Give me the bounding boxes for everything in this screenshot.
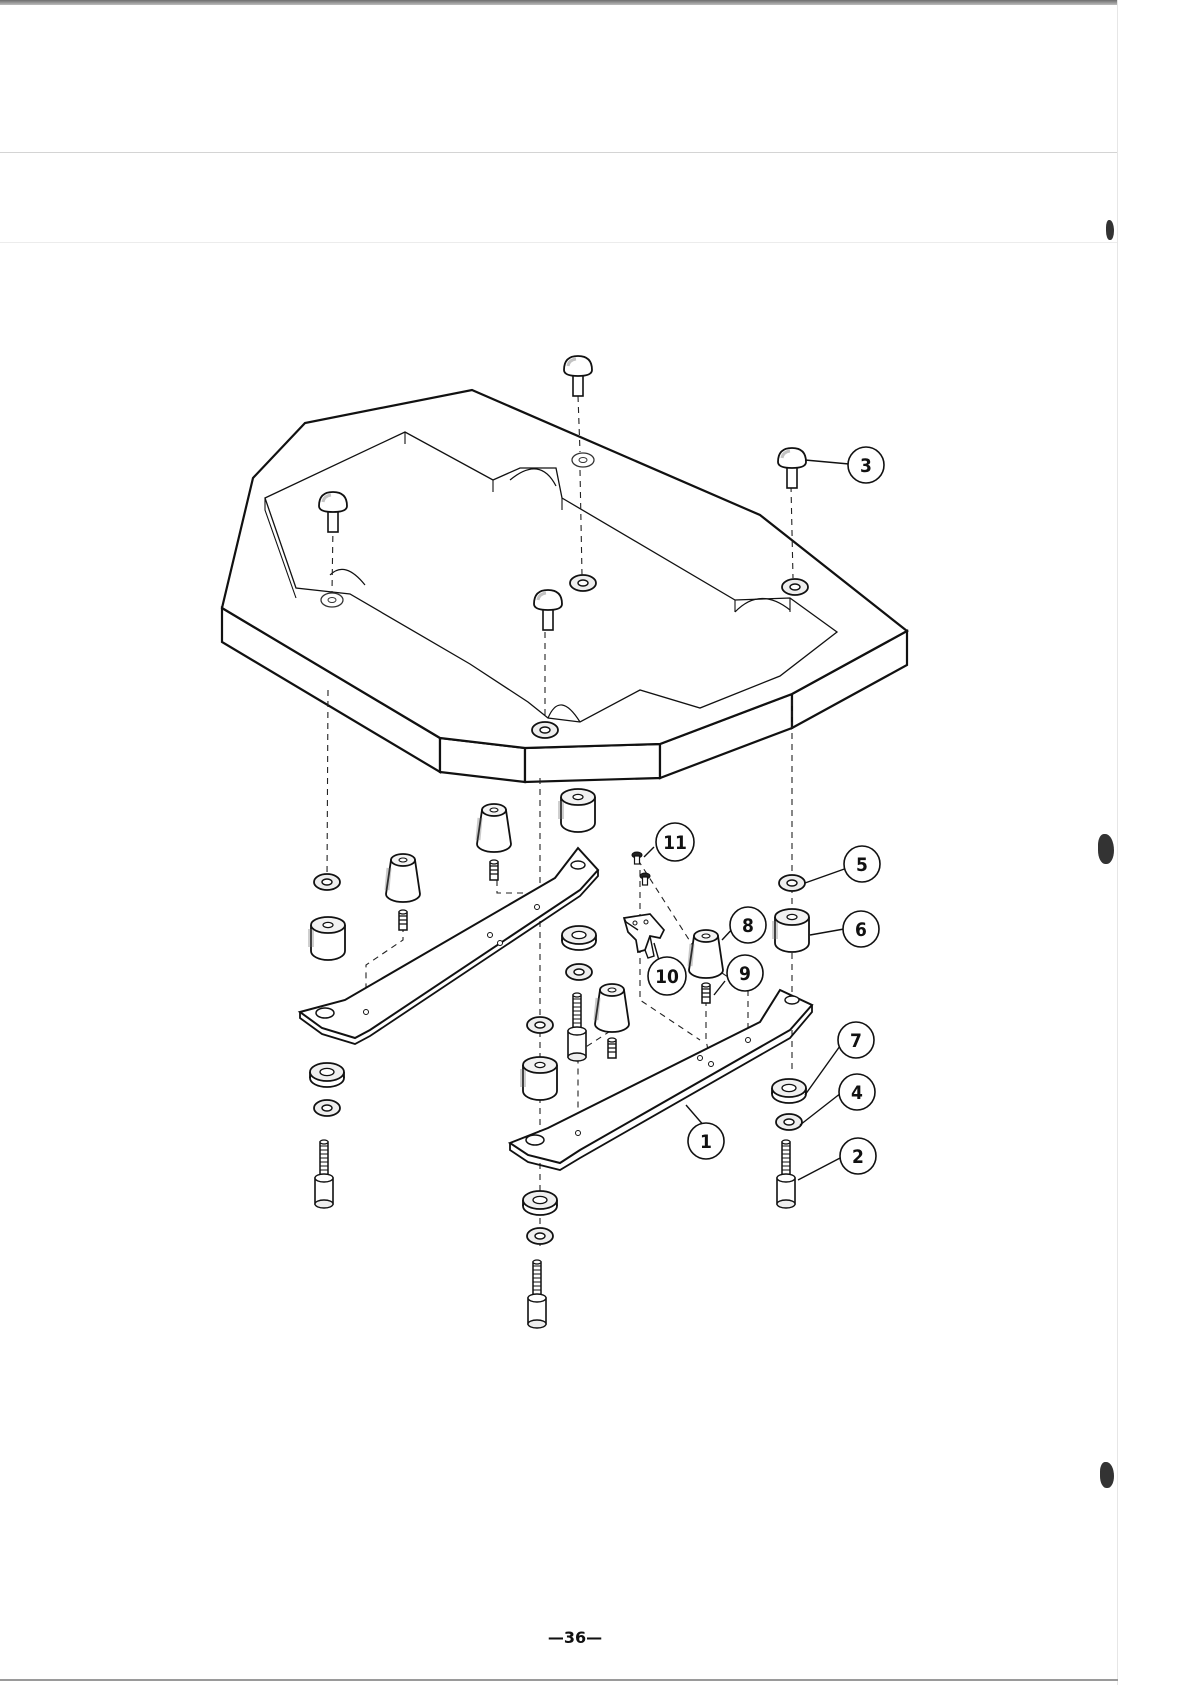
callout-5: 5 — [844, 846, 880, 882]
callout-label: 1 — [700, 1131, 712, 1153]
callout-7: 7 — [838, 1022, 874, 1058]
callout-3: 3 — [848, 447, 884, 483]
cone-feet-left — [386, 804, 511, 930]
callout-label: 8 — [742, 915, 754, 937]
right-fastener-stack — [772, 875, 809, 1208]
callout-9: 9 — [727, 955, 763, 991]
callout-label: 3 — [860, 455, 872, 477]
callout-label: 4 — [851, 1082, 863, 1104]
left-fastener-stack — [310, 874, 345, 1208]
center-fastener-stack — [561, 789, 596, 1061]
callout-label: 2 — [852, 1146, 864, 1168]
callout-label: 6 — [855, 919, 867, 941]
callout-2: 2 — [840, 1138, 876, 1174]
callout-4: 4 — [839, 1074, 875, 1110]
page-number: —36— — [520, 1628, 630, 1647]
callout-1: 1 — [688, 1123, 724, 1159]
base-plate — [222, 390, 907, 782]
callout-label: 10 — [655, 966, 679, 988]
callout-label: 7 — [850, 1030, 862, 1052]
callout-label: 9 — [739, 963, 751, 985]
callout-11: 11 — [656, 823, 694, 861]
callout-8: 8 — [730, 907, 766, 943]
callout-10: 10 — [648, 957, 686, 995]
callout-6: 6 — [843, 911, 879, 947]
callout-label: 5 — [856, 854, 868, 876]
callout-label: 11 — [663, 832, 687, 854]
